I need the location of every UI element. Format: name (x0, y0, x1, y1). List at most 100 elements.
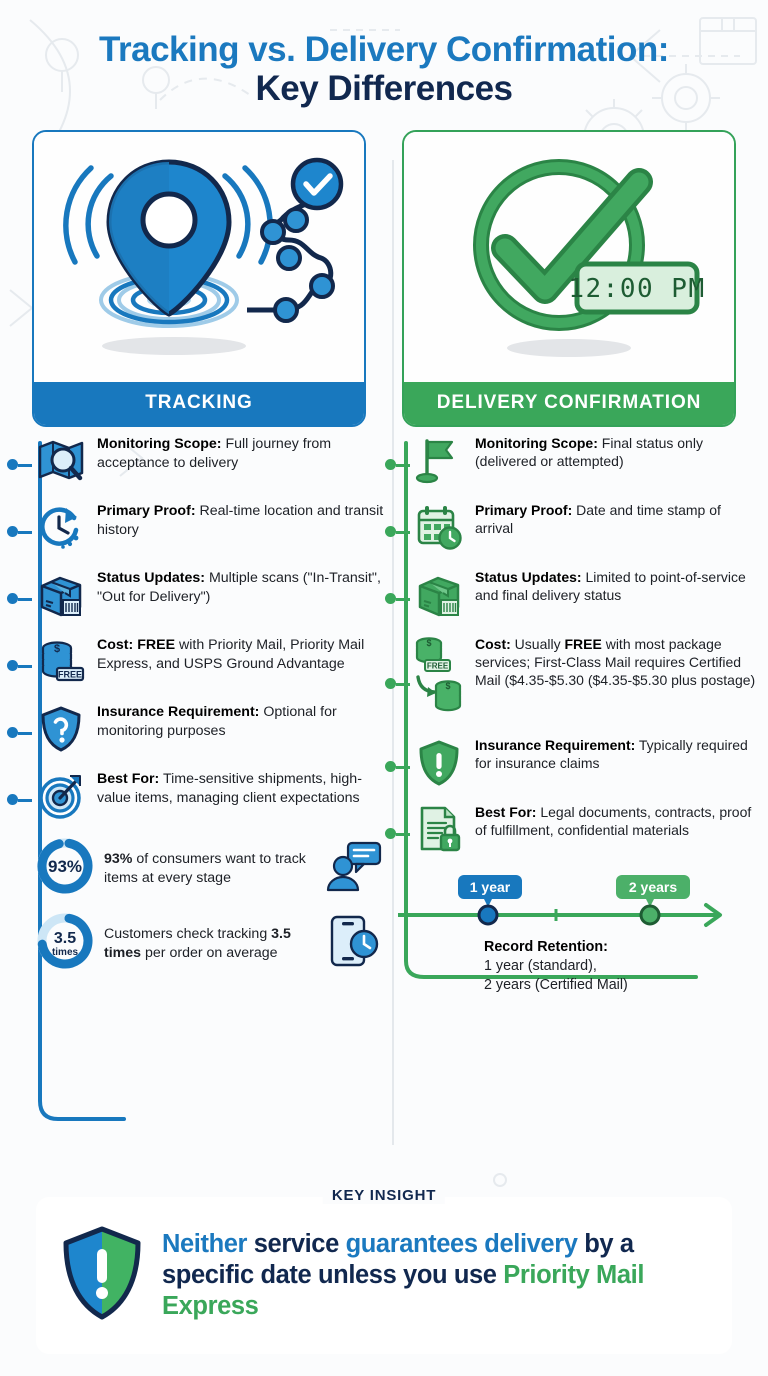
document-lock-icon (412, 802, 466, 856)
coins-free-arrow-icon: $ FREE $ (412, 634, 466, 720)
flag-icon (412, 433, 466, 487)
timeline-node (385, 678, 410, 690)
donut-chart-3point5-icon: 3.5 times (34, 910, 96, 977)
shield-exclamation-icon (412, 735, 466, 789)
list-item: Status Updates: Limited to point-of-serv… (385, 567, 756, 621)
key-text-seg-3: guarantees delivery (345, 1229, 585, 1258)
timeline-spine-left (38, 441, 42, 1067)
comparison-cards: TRACKING 12:00 PM DELIVERY CONFIRMATION (0, 130, 768, 428)
timeline-spine-left-curve (38, 1053, 126, 1122)
card-tracking: TRACKING (32, 130, 366, 428)
list-item: Best For: Legal documents, contracts, pr… (385, 802, 756, 856)
list-item-text: Monitoring Scope: Full journey from acce… (97, 436, 332, 471)
svg-text:$: $ (426, 638, 431, 648)
tracking-items: Monitoring Scope: Full journey from acce… (7, 433, 384, 977)
card-band-delivery-confirmation: DELIVERY CONFIRMATION (404, 382, 734, 426)
timeline-node (7, 459, 32, 471)
card-band-tracking: TRACKING (34, 382, 364, 426)
list-item-text: Cost: Usually FREE with most package ser… (475, 636, 756, 689)
list-item-text: Status Updates: Multiple scans ("In-Tran… (97, 570, 381, 605)
timeline-node (385, 761, 410, 773)
list-item-text: Monitoring Scope: Final status only (del… (475, 435, 703, 470)
retention-marker-2-years: 2 years (616, 875, 690, 926)
key-text-seg-5: Priority Mail Express (162, 1260, 645, 1321)
split-shield-exclamation-icon (58, 1223, 146, 1328)
clock-time-text: 12:00 PM (568, 274, 705, 304)
page-header: Tracking vs. Delivery Confirmation: Key … (0, 0, 768, 120)
timeline-node (7, 727, 32, 739)
coins-free-icon: $ FREE (34, 634, 88, 688)
map-magnifier-icon (34, 433, 88, 487)
retention-line-1: 1 year (standard), (484, 957, 597, 974)
list-item-text: Primary Proof: Real-time location and tr… (97, 503, 384, 538)
list-item-text: Best For: Legal documents, contracts, pr… (475, 804, 752, 839)
package-barcode-icon (34, 567, 88, 621)
list-item: Status Updates: Multiple scans ("In-Tran… (7, 567, 384, 621)
key-insight-badge: KEY INSIGHT (322, 1187, 446, 1204)
retention-axis: 1 year 2 years (396, 875, 722, 928)
list-item-text: Insurance Requirement: Typically require… (475, 737, 748, 772)
column-delivery-confirmation: Monitoring Scope: Final status only (del… (384, 433, 756, 994)
svg-text:2 years: 2 years (629, 879, 677, 895)
person-chat-bubble-icon (326, 840, 384, 897)
list-item: Primary Proof: Real-time location and tr… (7, 500, 384, 554)
svg-text:FREE: FREE (58, 670, 82, 680)
page-title-line-1: Tracking vs. Delivery Confirmation: (99, 30, 669, 69)
list-item-text: Insurance Requirement: Optional for moni… (97, 704, 337, 739)
list-item-text: Status Updates: Limited to point-of-serv… (475, 569, 746, 604)
phone-timer-icon (326, 914, 384, 973)
list-item-text: Best For: Time-sensitive shipments, high… (97, 771, 362, 806)
list-item-text: Cost: FREE with Priority Mail, Priority … (97, 637, 365, 672)
retention-title: Record Retention: (484, 939, 608, 956)
retention-caption: Record Retention: 1 year (standard), 2 y… (484, 938, 756, 994)
list-item: Insurance Requirement: Optional for moni… (7, 701, 384, 755)
list-item: $ FREE $ (385, 634, 756, 722)
stat-text-93: 93% of consumers want to track items at … (104, 851, 306, 886)
green-check-circle-clock-icon: 12:00 PM (473, 158, 705, 357)
svg-text:$: $ (445, 681, 450, 691)
key-insight-box: Neither service guarantees delivery by a… (36, 1197, 732, 1354)
key-insight-section: KEY INSIGHT (36, 1187, 732, 1354)
timeline-node (7, 593, 32, 605)
list-item-text: Primary Proof: Date and time stamp of ar… (475, 502, 721, 537)
donut-chart-93-icon: 93% (34, 835, 96, 902)
timeline-node (7, 660, 32, 672)
record-retention-timeline: 1 year 2 years Record Retention: 1 year … (396, 869, 756, 994)
timeline-node (7, 526, 32, 538)
retention-line-2: 2 years (Certified Mail) (484, 976, 628, 993)
target-arrow-icon (34, 768, 88, 822)
timeline-node (385, 459, 410, 471)
location-pin-tracking-route-icon (63, 157, 344, 355)
key-text-seg-4: by a specific date unless you use (162, 1229, 634, 1289)
donut-value-93: 93% (48, 857, 82, 876)
list-item: Best For: Time-sensitive shipments, high… (7, 768, 384, 822)
list-item: Insurance Requirement: Typically require… (385, 735, 756, 789)
stat-row-35: 3.5 times Customers check tracking 3.5 t… (34, 910, 384, 977)
card-delivery-confirmation: 12:00 PM DELIVERY CONFIRMATION (402, 130, 736, 428)
list-item: Primary Proof: Date and time stamp of ar… (385, 500, 756, 554)
calendar-clock-icon (412, 500, 466, 554)
delivery-confirmation-illustration: 12:00 PM (404, 132, 734, 383)
donut-unit-35: times (52, 947, 79, 958)
column-divider (392, 160, 394, 1145)
timeline-spine-right-curve (404, 923, 698, 980)
timeline-node (385, 526, 410, 538)
package-barcode-green-icon (412, 567, 466, 621)
list-item: $ FREE Cost: FREE with Priority Mail, Pr… (7, 634, 384, 688)
delivery-items: Monitoring Scope: Final status only (del… (385, 433, 756, 994)
stat-text-35: Customers check tracking 3.5 times per o… (104, 926, 291, 961)
stat-row-93: 93% 93% of consumers want to track items… (34, 835, 384, 902)
clock-history-icon (34, 500, 88, 554)
timeline-node (7, 794, 32, 806)
retention-marker-1-year: 1 year (458, 875, 522, 926)
page-title-line-2: Key Differences (255, 69, 513, 109)
comparison-columns: Monitoring Scope: Full journey from acce… (0, 433, 768, 1122)
key-text-seg-2: service (253, 1229, 346, 1258)
tracking-illustration (34, 132, 364, 383)
donut-value-35: 3.5 (54, 930, 76, 947)
svg-text:1 year: 1 year (470, 879, 511, 895)
list-item: Monitoring Scope: Full journey from acce… (7, 433, 384, 487)
list-item: Monitoring Scope: Final status only (del… (385, 433, 756, 487)
shield-question-icon (34, 701, 88, 755)
